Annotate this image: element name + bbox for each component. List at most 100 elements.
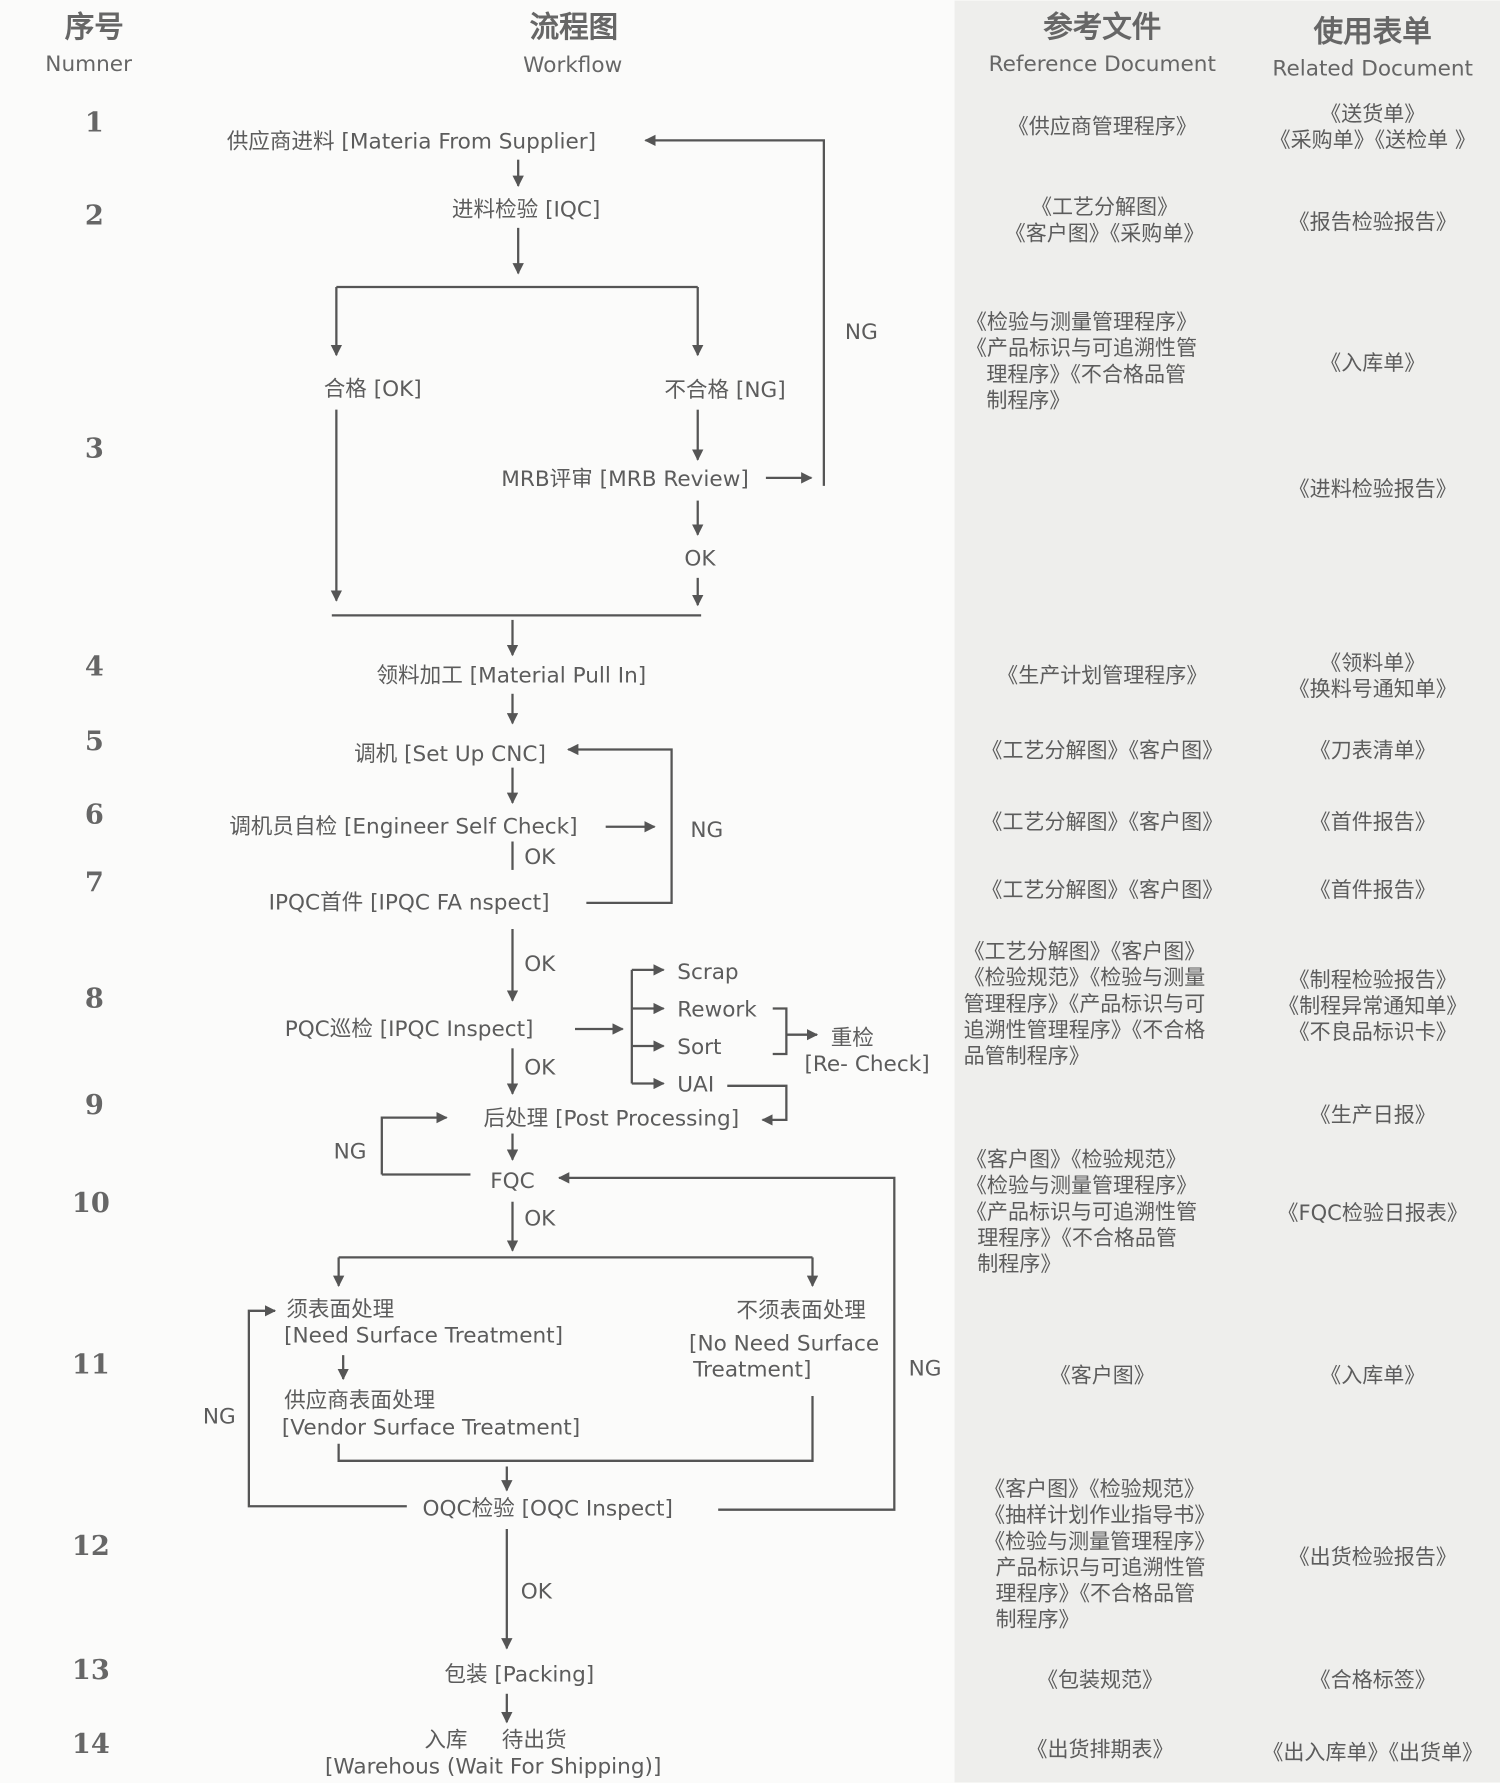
related-document-line: 《制程异常通知单》 xyxy=(1278,993,1467,1018)
reference-document-line: 管理程序》《产品标识与可 xyxy=(964,991,1206,1016)
node-need-surface-cn: 须表面处理 xyxy=(286,1297,394,1322)
flow-connectors xyxy=(247,134,896,1724)
reference-document-line: 《包装规范》 xyxy=(1037,1667,1163,1692)
row-number: 10 xyxy=(72,1187,110,1219)
reference-document-line: 《产品标识与可追溯性管 xyxy=(966,1199,1197,1224)
label-ng-right: NG xyxy=(909,1357,942,1382)
related-document-line: 《报告检验报告》 xyxy=(1289,209,1457,234)
reference-document-line: 追溯性管理程序》《不合格 xyxy=(964,1017,1206,1042)
node-ng-branch: 不合格 [NG] xyxy=(664,378,785,403)
node-ipqc-fa: IPQC首件 [IPQC FA nspect] xyxy=(269,891,550,916)
related-document-line: 《首件报告》 xyxy=(1310,809,1436,834)
header-ref-en: Reference Document xyxy=(989,52,1216,77)
row-number: 6 xyxy=(85,798,104,830)
reference-document-line: 《工艺分解图》《客户图》 xyxy=(964,939,1206,964)
node-pqc-inspect: PQC巡检 [IPQC Inspect] xyxy=(285,1017,534,1042)
row-number: 4 xyxy=(85,651,104,683)
label-setup-ng: NG xyxy=(690,818,723,843)
related-document-line: 《制程检验报告》 xyxy=(1289,967,1457,992)
node-warehouse-cn: 入库 待出货 xyxy=(424,1728,566,1753)
row-number: 13 xyxy=(72,1654,110,1686)
node-no-need-surface-en1: [No Need Surface xyxy=(689,1332,879,1357)
related-document-line: 《不良品标识卡》 xyxy=(1289,1019,1457,1044)
related-document-line: 《入库单》 xyxy=(1320,350,1425,375)
label-self-check-ok: OK xyxy=(524,845,556,870)
row-number: 2 xyxy=(85,199,104,231)
reference-document-line: 制程序》 xyxy=(977,1251,1061,1276)
node-recheck-en: [Re- Check] xyxy=(804,1052,929,1077)
node-vendor-surface-en: [Vendor Surface Treatment] xyxy=(282,1416,580,1441)
row-number: 8 xyxy=(85,982,104,1014)
related-document-line: 《合格标签》 xyxy=(1310,1667,1436,1692)
node-setup-cnc: 调机 [Set Up CNC] xyxy=(354,742,546,767)
related-document-line: 《生产日报》 xyxy=(1310,1102,1436,1127)
header-seq-en: Numner xyxy=(45,52,132,77)
reference-document-line: 理程序》《不合格品管 xyxy=(986,361,1186,386)
node-supplier: 供应商进料 [Materia From Supplier] xyxy=(227,129,596,154)
related-document-line: 《首件报告》 xyxy=(1310,877,1436,902)
reference-document-line: 《工艺分解图》 xyxy=(1031,194,1178,219)
label-pqc-ok: OK xyxy=(524,1055,556,1080)
reference-document-line: 《客户图》《检验规范》 xyxy=(984,1476,1205,1501)
reference-document-line: 《检验与测量管理程序》 xyxy=(966,309,1197,334)
reference-document-line: 理程序》《不合格品管 xyxy=(995,1581,1195,1606)
row-number: 3 xyxy=(85,432,104,464)
label-ng-left: NG xyxy=(203,1404,236,1429)
header-flow-cn: 流程图 xyxy=(530,9,619,44)
related-document-line: 《送货单》 xyxy=(1320,101,1425,126)
reference-document-line: 产品标识与可追溯性管 xyxy=(995,1554,1205,1579)
reference-document-line: 《检验规范》《检验与测量 xyxy=(964,965,1206,990)
node-warehouse-en: [Warehous (Wait For Shipping)] xyxy=(325,1754,661,1779)
node-mrb-review: MRB评审 [MRB Review] xyxy=(501,467,749,492)
reference-document-line: 《客户图》《检验规范》 xyxy=(966,1147,1187,1172)
reference-document-line: 《抽样计划作业指导书》 xyxy=(984,1502,1215,1527)
row-number: 11 xyxy=(72,1348,110,1380)
row-number: 14 xyxy=(72,1728,110,1760)
related-document-line: 《进料检验报告》 xyxy=(1289,476,1457,501)
row-number: 1 xyxy=(85,106,104,138)
reference-document-line: 品管制程序》 xyxy=(964,1043,1090,1068)
node-no-need-surface-cn: 不须表面处理 xyxy=(736,1299,865,1324)
reference-document-line: 《生产计划管理程序》 xyxy=(997,662,1207,687)
reference-document-line: 《供应商管理程序》 xyxy=(1008,114,1197,139)
node-need-surface-en: [Need Surface Treatment] xyxy=(284,1324,563,1349)
node-packing: 包装 [Packing] xyxy=(444,1662,594,1687)
node-iqc: 进料检验 [IQC] xyxy=(452,198,600,223)
related-document-line: 《刀表清单》 xyxy=(1310,737,1436,762)
reference-document-line: 制程序》 xyxy=(995,1607,1079,1632)
reference-document-line: 《工艺分解图》《客户图》 xyxy=(981,877,1223,902)
row-number: 5 xyxy=(85,726,104,758)
header-rel-en: Related Document xyxy=(1272,57,1473,82)
row-number: 7 xyxy=(85,866,104,898)
node-ok-branch: 合格 [OK] xyxy=(324,377,422,402)
related-document-line: 《FQC检验日报表》 xyxy=(1278,1200,1468,1225)
related-document-line: 《入库单》 xyxy=(1320,1362,1425,1387)
label-fa-ok: OK xyxy=(524,952,556,977)
node-no-need-surface-en2: Treatment] xyxy=(692,1358,811,1383)
reference-document-line: 制程序》 xyxy=(986,387,1070,412)
reference-documents: 《供应商管理程序》《工艺分解图》《客户图》《采购单》《检验与测量管理程序》《产品… xyxy=(964,114,1223,1762)
related-document-line: 《换料号通知单》 xyxy=(1289,676,1457,701)
reference-document-line: 《工艺分解图》《客户图》 xyxy=(981,809,1223,834)
related-documents: 《送货单》《采购单》《送检单 》《报告检验报告》《入库单》《进料检验报告》《领料… xyxy=(1262,101,1483,1765)
label-mrb-ok: OK xyxy=(684,546,716,571)
label-post-ng: NG xyxy=(334,1140,367,1165)
node-uai: UAI xyxy=(677,1073,714,1098)
node-material-pull-in: 领料加工 [Material Pull In] xyxy=(376,663,646,688)
reference-document-line: 《检验与测量管理程序》 xyxy=(966,1173,1197,1198)
node-fqc: FQC xyxy=(490,1169,534,1194)
reference-document-line: 理程序》《不合格品管 xyxy=(977,1225,1177,1250)
node-oqc-inspect: OQC检验 [OQC Inspect] xyxy=(423,1496,673,1521)
label-oqc-ok: OK xyxy=(521,1579,553,1604)
node-rework: Rework xyxy=(677,997,757,1022)
reference-document-line: 《客户图》 xyxy=(1050,1362,1155,1387)
reference-document-line: 《出货排期表》 xyxy=(1026,1736,1173,1761)
node-sort: Sort xyxy=(677,1035,721,1060)
node-post-processing: 后处理 [Post Processing] xyxy=(484,1107,740,1132)
reference-document-line: 《工艺分解图》《客户图》 xyxy=(981,737,1223,762)
row-number: 12 xyxy=(72,1530,110,1562)
label-ng-top: NG xyxy=(845,320,878,345)
